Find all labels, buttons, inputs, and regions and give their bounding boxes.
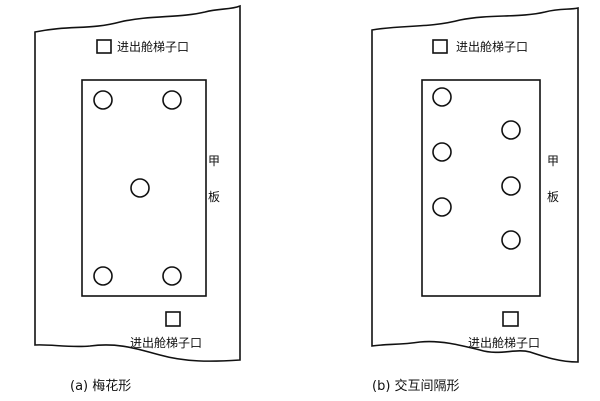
- hole-a: [130, 178, 150, 198]
- hatch-label-bottom-b: 进出舱梯子口: [468, 336, 541, 350]
- hole-a: [93, 266, 113, 286]
- hole-a: [162, 266, 182, 286]
- deck-label-b-2: 板: [547, 190, 560, 204]
- hatch-bottom-a: [165, 311, 181, 327]
- hole-b: [432, 142, 452, 162]
- deck-outline-a: [34, 4, 241, 362]
- hatch-label-bottom-a: 进出舱梯子口: [130, 336, 203, 350]
- hole-b: [432, 87, 452, 107]
- hatch-label-top-b: 进出舱梯子口: [456, 40, 529, 54]
- hole-b: [501, 230, 521, 250]
- hatch-top-b: [432, 39, 448, 54]
- hatch-label-top-a: 进出舱梯子口: [117, 40, 190, 54]
- deck-label-b-1: 甲: [547, 154, 560, 168]
- hole-a: [93, 90, 113, 110]
- hole-a: [162, 90, 182, 110]
- caption-b: (b) 交互间隔形: [372, 379, 460, 394]
- hatch-bottom-b: [502, 311, 519, 327]
- hole-b: [501, 120, 521, 140]
- deck-outline-b: [371, 6, 579, 363]
- tank-a: [81, 79, 207, 297]
- deck-label-a-2: 板: [208, 190, 221, 204]
- deck-label-a-1: 甲: [208, 154, 221, 168]
- caption-a: (a) 梅花形: [70, 379, 132, 394]
- tank-b: [421, 79, 541, 297]
- hatch-top-a: [96, 39, 112, 54]
- hole-b: [501, 176, 521, 196]
- hole-b: [432, 197, 452, 217]
